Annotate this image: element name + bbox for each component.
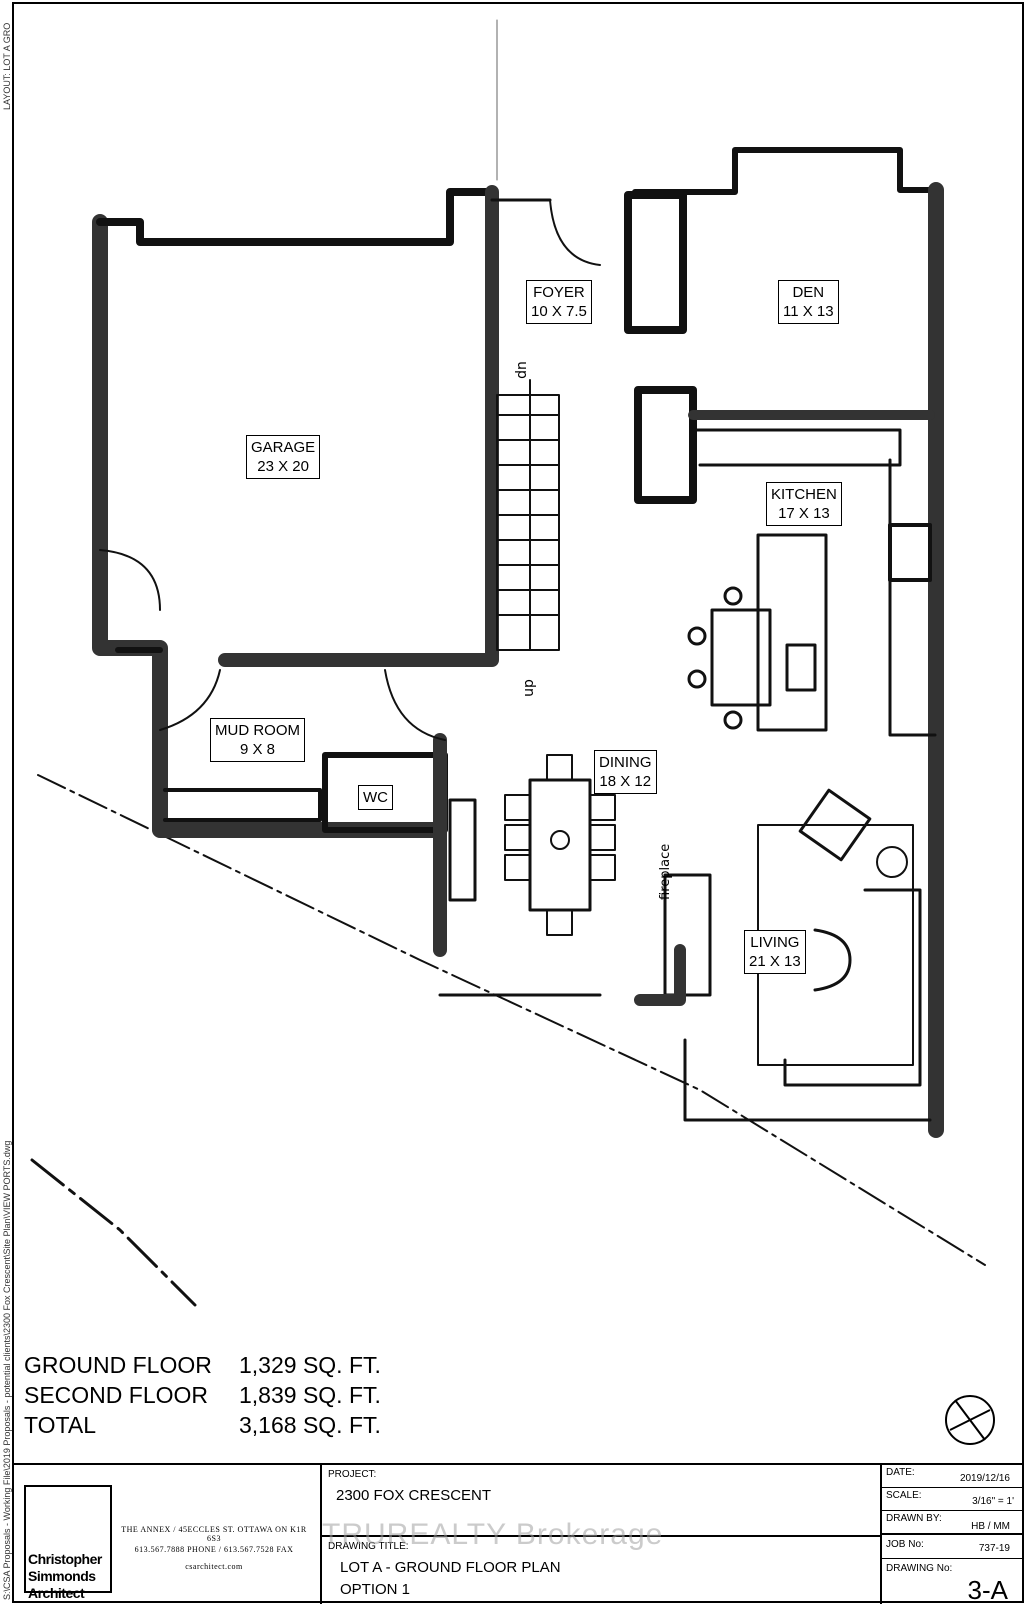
drawn-by-value: HB / MM xyxy=(971,1521,1010,1532)
fireplace-note: fireplace xyxy=(658,843,673,900)
dining-table xyxy=(528,778,592,912)
chair xyxy=(723,710,743,730)
kitchen-table xyxy=(710,608,772,707)
title-block: Christopher Simmonds Architect THE ANNEX… xyxy=(14,1463,1022,1605)
area-summary: GROUND FLOOR 1,329 SQ. FT. SECOND FLOOR … xyxy=(24,1350,381,1440)
firm-web: csarchitect.com xyxy=(185,1562,243,1571)
north-arrow xyxy=(945,1395,995,1445)
property-line-dashed xyxy=(37,774,986,1266)
property-line-dashdot xyxy=(30,1158,197,1307)
area-row: SECOND FLOOR 1,839 SQ. FT. xyxy=(24,1382,381,1408)
sideboard xyxy=(448,798,477,902)
range xyxy=(888,523,932,582)
date-value: 2019/12/16 xyxy=(959,1473,1010,1484)
date-cell: DATE: 2019/12/16 xyxy=(880,1465,1022,1488)
scale-cell: SCALE: 3/16" = 1' xyxy=(880,1488,1022,1511)
stairs xyxy=(496,379,560,651)
project-cell: PROJECT: 2300 FOX CRESCENT xyxy=(320,1465,880,1535)
layout-tag: LAYOUT: LOT A GRO xyxy=(2,22,12,110)
mud-room-bench xyxy=(163,788,322,822)
drawing-no-value: 3-A xyxy=(967,1575,1008,1605)
living-bottom-wall xyxy=(683,1038,932,1122)
stairs-down-note: dn xyxy=(520,679,537,697)
area-row: TOTAL 3,168 SQ. FT. xyxy=(24,1412,381,1438)
firm-logo xyxy=(24,1485,112,1593)
job-no-cell: JOB No: 737-19 xyxy=(880,1535,1022,1559)
room-label-wc: WC xyxy=(358,785,393,810)
mud-room-door xyxy=(159,669,221,731)
chair xyxy=(687,669,707,689)
drawn-by-cell: DRAWN BY: HB / MM xyxy=(880,1511,1022,1535)
garage-right-wall xyxy=(218,185,499,667)
coffee-table xyxy=(813,928,852,992)
sofa xyxy=(783,888,922,1087)
drawing-no-cell: DRAWING No: 3-A xyxy=(880,1559,1022,1605)
living-wall xyxy=(634,944,686,1006)
closet-kitchen xyxy=(634,386,697,504)
armchair xyxy=(798,788,872,862)
kitchen-counter-top xyxy=(691,428,902,467)
foyer-door-swing xyxy=(549,199,601,266)
stairs-up-note: up xyxy=(513,361,530,379)
inner-door xyxy=(384,669,446,741)
kitchen-island xyxy=(756,533,828,732)
kitchen-stool xyxy=(785,643,817,692)
firm-address: THE ANNEX / 45ECCLES ST. OTTAWA ON K1R 6… xyxy=(121,1525,307,1543)
watermark: TRUREALTY Brokerage xyxy=(322,1518,664,1551)
chair xyxy=(723,586,743,606)
project-name: 2300 FOX CRESCENT xyxy=(336,1487,492,1504)
dining-chairs xyxy=(504,754,616,936)
firm-name: Christopher Simmonds Architect xyxy=(28,1551,102,1601)
drawing-title-line1: LOT A - GROUND FLOOR PLAN xyxy=(340,1559,561,1576)
area-row: GROUND FLOOR 1,329 SQ. FT. xyxy=(24,1352,381,1378)
drawing-frame xyxy=(12,2,1024,1603)
closet-foyer xyxy=(624,191,687,334)
den-top-wall xyxy=(632,147,943,195)
firm-phone: 613.567.7888 PHONE / 613.567.7528 FAX xyxy=(134,1545,294,1554)
garage-top-wall xyxy=(96,188,496,246)
drawing-title-cell: DRAWING TITLE: LOT A - GROUND FLOOR PLAN… xyxy=(320,1535,880,1604)
drawing-title-line2: OPTION 1 xyxy=(340,1581,411,1598)
file-path: S:\CSA Proposals - Working File\2019 Pro… xyxy=(2,1140,12,1600)
job-no-value: 737-19 xyxy=(978,1543,1010,1554)
garage-side-door xyxy=(99,549,161,611)
chair xyxy=(687,626,707,646)
fireplace xyxy=(663,873,712,997)
dining-centerpiece xyxy=(550,830,570,850)
side-table xyxy=(876,846,908,878)
scale-value: 3/16" = 1' xyxy=(972,1496,1014,1507)
